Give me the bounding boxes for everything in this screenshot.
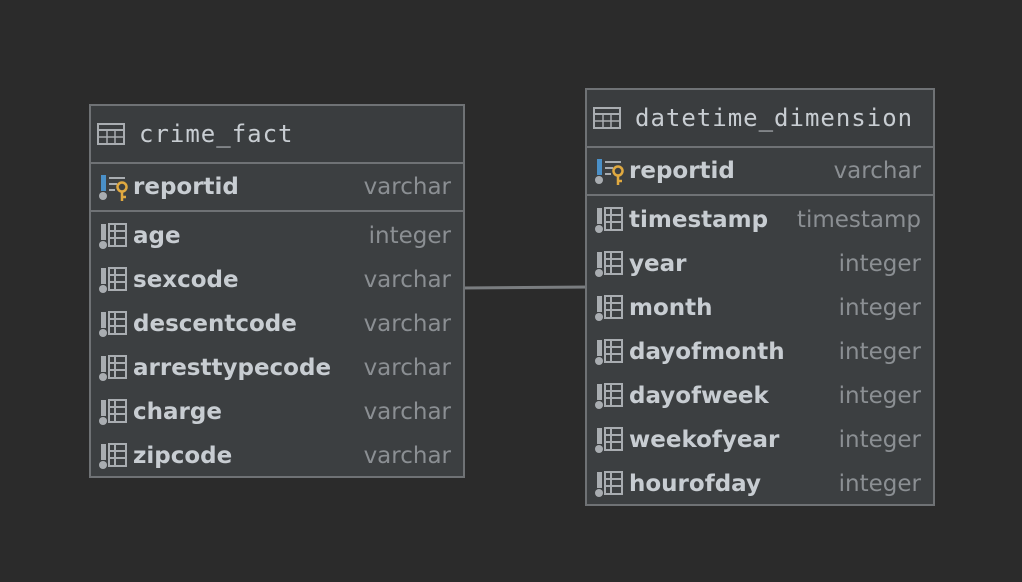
table-header[interactable]: datetime_dimension bbox=[587, 90, 933, 148]
primary-key-section: reportid varchar bbox=[91, 164, 463, 212]
column-list: age integer sexcode varchar descentcode … bbox=[91, 212, 463, 478]
column-row[interactable]: year integer bbox=[587, 242, 933, 286]
column-list: timestamp timestamp year integer month i… bbox=[587, 196, 933, 506]
column-type: varchar bbox=[363, 355, 451, 381]
column-name: zipcode bbox=[133, 443, 233, 469]
column-icon bbox=[97, 265, 133, 295]
column-type: varchar bbox=[363, 399, 451, 425]
column-row[interactable]: descentcode varchar bbox=[91, 302, 463, 346]
column-icon bbox=[97, 441, 133, 471]
column-icon bbox=[593, 293, 629, 323]
column-icon bbox=[593, 425, 629, 455]
column-icon bbox=[97, 221, 133, 251]
column-row[interactable]: charge varchar bbox=[91, 390, 463, 434]
column-type: varchar bbox=[363, 267, 451, 293]
column-icon bbox=[97, 309, 133, 339]
column-name: year bbox=[629, 251, 687, 277]
column-name: dayofmonth bbox=[629, 339, 785, 365]
column-type: timestamp bbox=[796, 207, 921, 233]
primary-key-column-icon bbox=[97, 172, 133, 202]
column-name: reportid bbox=[629, 158, 735, 184]
column-icon bbox=[97, 353, 133, 383]
column-name: descentcode bbox=[133, 311, 297, 337]
column-name: charge bbox=[133, 399, 222, 425]
column-row-primary-key[interactable]: reportid varchar bbox=[587, 148, 933, 194]
column-row[interactable]: zipcode varchar bbox=[91, 434, 463, 478]
table-crime-fact[interactable]: crime_fact reportid var bbox=[89, 104, 465, 478]
table-datetime-dimension[interactable]: datetime_dimension reportid bbox=[585, 88, 935, 506]
column-icon bbox=[593, 381, 629, 411]
column-row[interactable]: arresttypecode varchar bbox=[91, 346, 463, 390]
column-type: integer bbox=[838, 295, 921, 321]
column-name: arresttypecode bbox=[133, 355, 332, 381]
table-header[interactable]: crime_fact bbox=[91, 106, 463, 164]
column-type: integer bbox=[838, 339, 921, 365]
table-title: crime_fact bbox=[139, 120, 294, 148]
column-icon bbox=[593, 469, 629, 499]
column-row[interactable]: dayofweek integer bbox=[587, 374, 933, 418]
relationship-line[interactable] bbox=[462, 284, 590, 292]
column-row[interactable]: month integer bbox=[587, 286, 933, 330]
table-title: datetime_dimension bbox=[635, 104, 914, 132]
column-row[interactable]: hourofday integer bbox=[587, 462, 933, 506]
primary-key-section: reportid varchar bbox=[587, 148, 933, 196]
table-grid-icon bbox=[593, 106, 623, 130]
column-type: varchar bbox=[363, 174, 451, 200]
column-type: varchar bbox=[363, 443, 451, 469]
column-icon bbox=[593, 337, 629, 367]
primary-key-column-icon bbox=[593, 156, 629, 186]
column-icon bbox=[97, 397, 133, 427]
column-row[interactable]: dayofmonth integer bbox=[587, 330, 933, 374]
table-grid-icon bbox=[97, 122, 127, 146]
column-row-primary-key[interactable]: reportid varchar bbox=[91, 164, 463, 210]
column-name: dayofweek bbox=[629, 383, 769, 409]
column-name: sexcode bbox=[133, 267, 239, 293]
column-icon bbox=[593, 249, 629, 279]
column-row[interactable]: age integer bbox=[91, 214, 463, 258]
column-type: integer bbox=[838, 251, 921, 277]
column-name: timestamp bbox=[629, 207, 769, 233]
column-type: varchar bbox=[833, 158, 921, 184]
column-name: reportid bbox=[133, 174, 239, 200]
column-row[interactable]: sexcode varchar bbox=[91, 258, 463, 302]
column-name: age bbox=[133, 223, 181, 249]
column-name: month bbox=[629, 295, 713, 321]
column-type: integer bbox=[838, 427, 921, 453]
column-type: varchar bbox=[363, 311, 451, 337]
column-type: integer bbox=[368, 223, 451, 249]
column-row[interactable]: timestamp timestamp bbox=[587, 198, 933, 242]
column-type: integer bbox=[838, 471, 921, 497]
column-icon bbox=[593, 205, 629, 235]
column-name: hourofday bbox=[629, 471, 761, 497]
column-type: integer bbox=[838, 383, 921, 409]
column-row[interactable]: weekofyear integer bbox=[587, 418, 933, 462]
column-name: weekofyear bbox=[629, 427, 780, 453]
